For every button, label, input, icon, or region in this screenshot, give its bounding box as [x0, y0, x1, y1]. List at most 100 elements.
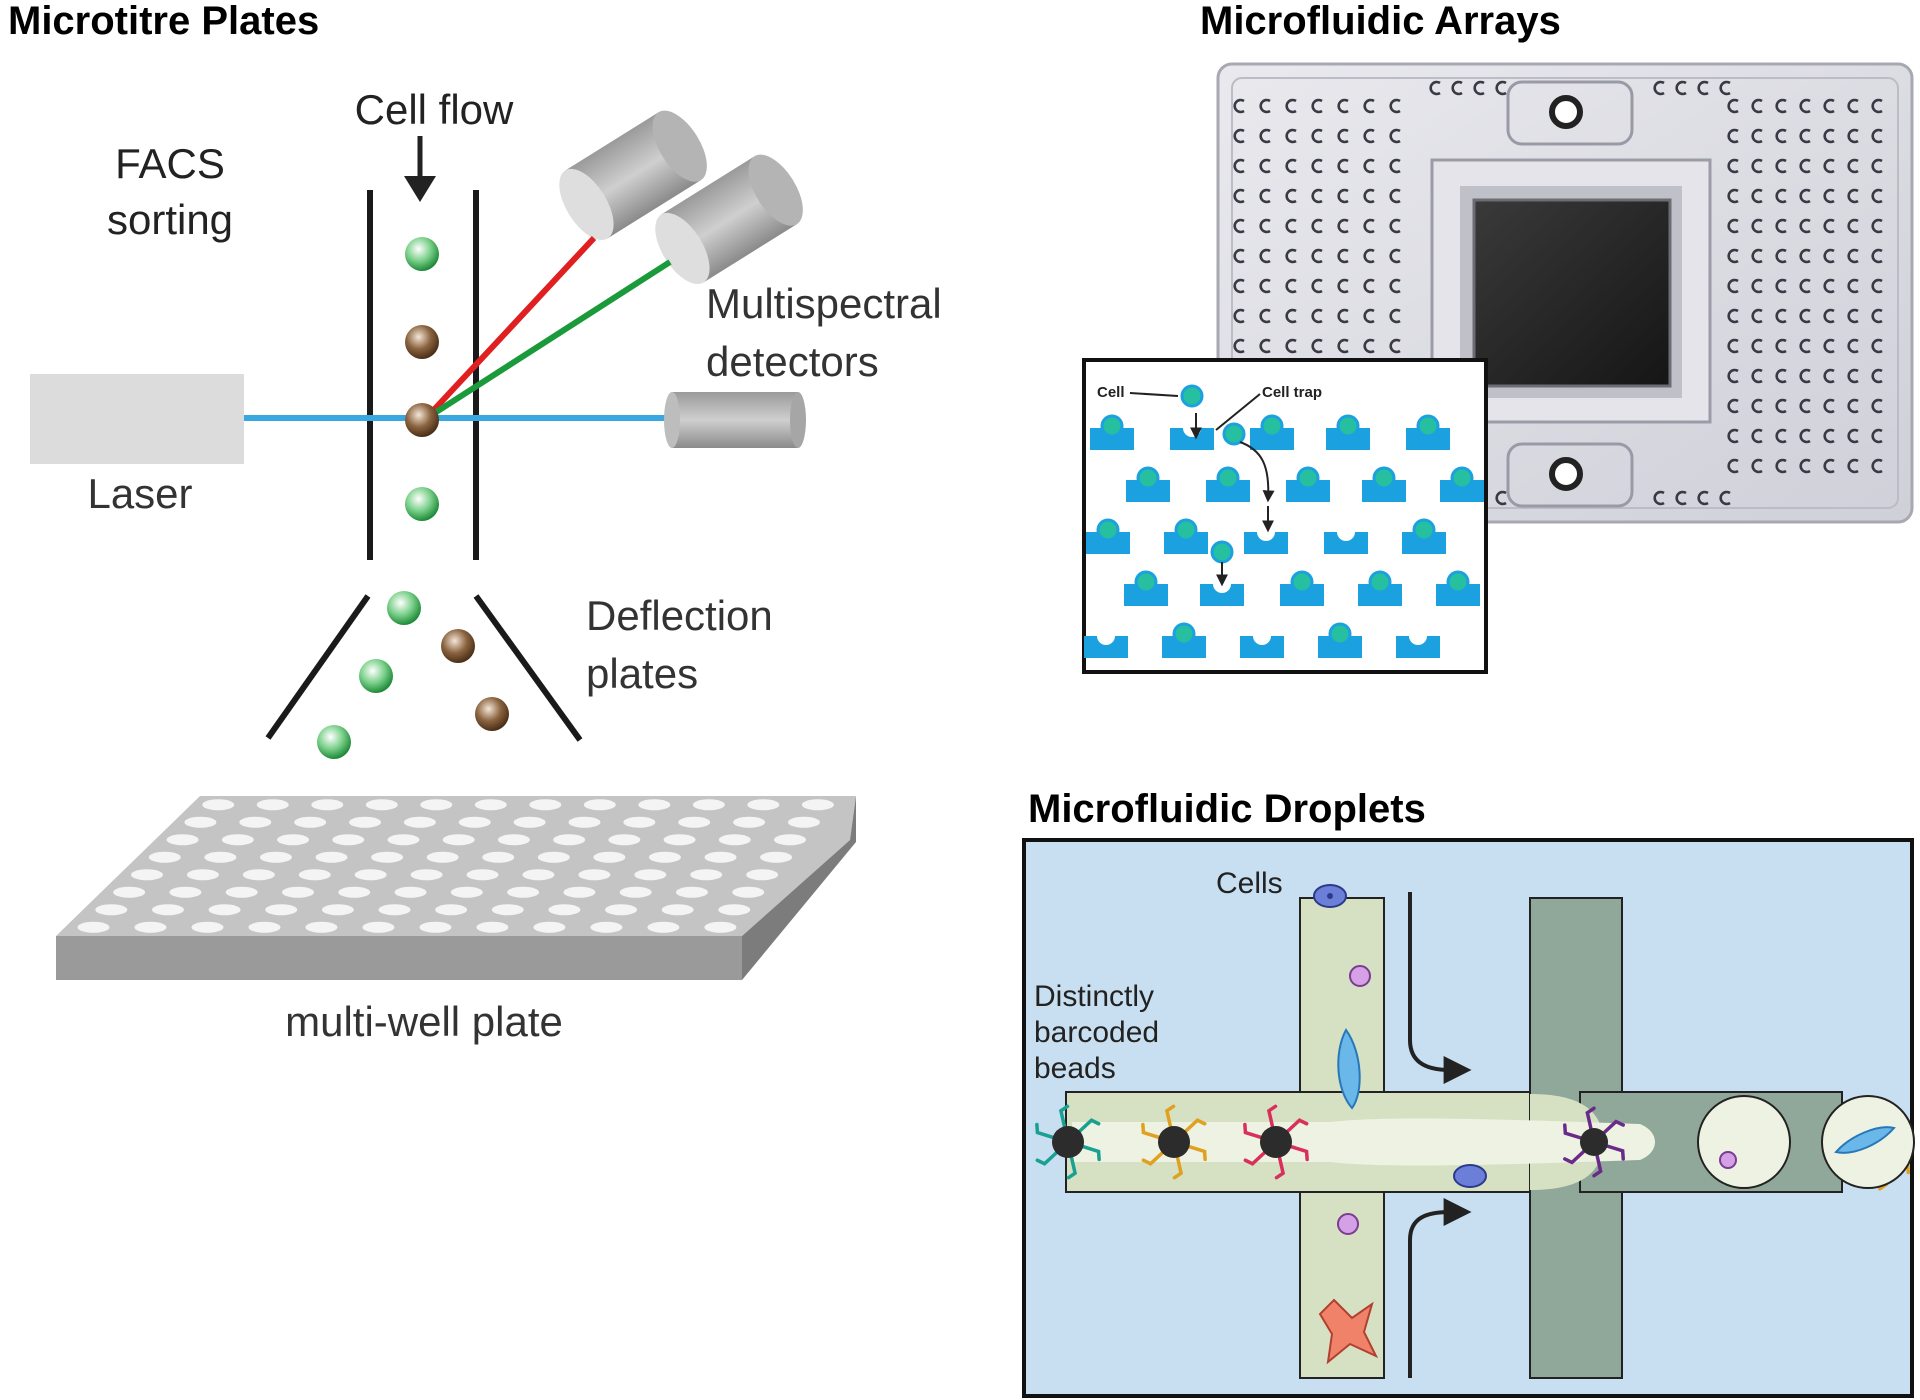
chip-inlet — [1823, 308, 1835, 324]
chip-inlet — [1285, 218, 1297, 234]
plate-well — [732, 886, 765, 898]
chip-inlet — [1871, 218, 1883, 234]
plate-well — [522, 869, 555, 881]
chip-inlet — [1719, 490, 1731, 506]
chip-inlet — [1823, 128, 1835, 144]
plate-well — [354, 869, 387, 881]
chip-inlet — [1311, 308, 1323, 324]
plate-well — [718, 834, 751, 846]
chip-inlet — [1847, 428, 1859, 444]
plate-well — [315, 851, 348, 863]
plate-well — [608, 834, 641, 846]
cell-trap — [1090, 428, 1134, 450]
plate-well — [590, 921, 623, 933]
chip-inlet — [1751, 158, 1763, 174]
plate-well — [619, 886, 652, 898]
cell-trap — [1280, 584, 1324, 606]
free-cell — [1180, 384, 1204, 408]
chip-inlet — [1233, 188, 1245, 204]
chip-inlet — [1775, 248, 1787, 264]
plate-well — [202, 799, 235, 811]
chip-inlet — [1751, 308, 1763, 324]
plate-well — [474, 799, 507, 811]
plate-well — [442, 834, 475, 846]
chip-inlet — [1727, 278, 1739, 294]
cells-label: Cells — [1216, 867, 1283, 900]
laser-source — [30, 374, 244, 464]
deflection-label-line2: plates — [586, 650, 698, 697]
chip-inlet — [1363, 278, 1375, 294]
free-cell — [1210, 540, 1234, 564]
plate-well — [648, 851, 681, 863]
detectors-label-line1: Multispectral — [706, 280, 942, 327]
chip-inlet — [1363, 308, 1375, 324]
chip-inlet — [1823, 218, 1835, 234]
chip-inlet — [1389, 188, 1401, 204]
chip-inlet — [1727, 158, 1739, 174]
trapped-cell — [1368, 570, 1392, 594]
chip-inlet — [1259, 188, 1271, 204]
chip-inlet — [1727, 98, 1739, 114]
chip-inlet — [1775, 128, 1787, 144]
chip-inlet — [1363, 338, 1375, 354]
emission-green — [428, 259, 672, 419]
chip-inlet — [1775, 458, 1787, 474]
brown-cell — [475, 697, 509, 731]
detector-horizontal — [664, 392, 806, 448]
plate-well — [239, 816, 272, 828]
plate-well — [256, 799, 289, 811]
chip-inlet — [1389, 308, 1401, 324]
chip-inlet — [1285, 248, 1297, 264]
cell-trap — [1396, 636, 1440, 658]
cell-trap — [1402, 532, 1446, 554]
chip-inlet — [1799, 278, 1811, 294]
chip-inlet — [1847, 338, 1859, 354]
chip-inlet — [1233, 98, 1245, 114]
plate-well — [394, 886, 427, 898]
chip-inlet — [1823, 368, 1835, 384]
barcoded-bead — [1141, 1104, 1207, 1180]
chip-inlet — [1675, 490, 1687, 506]
trapped-cell — [1290, 570, 1314, 594]
plate-well — [151, 904, 184, 916]
chip-inlet — [1233, 248, 1245, 264]
barcoded-bead — [1035, 1104, 1101, 1180]
cell-trap — [1244, 532, 1288, 554]
trapped-cell — [1328, 622, 1352, 646]
plate-well — [507, 886, 540, 898]
cell-trap — [1164, 532, 1208, 554]
green-cell — [359, 659, 393, 693]
chip-inlet — [1799, 188, 1811, 204]
chip-inlet — [1727, 218, 1739, 234]
plate-well — [647, 921, 680, 933]
deflection-plate-left — [265, 594, 371, 740]
chip-inlet — [1473, 80, 1485, 96]
plate-well — [349, 816, 382, 828]
plate-label: multi-well plate — [285, 998, 563, 1045]
plate-well — [265, 904, 298, 916]
cell-trap — [1084, 636, 1128, 658]
chip-inlet — [1727, 428, 1739, 444]
cell-label: Cell — [1097, 384, 1125, 401]
chip-inlet — [1337, 218, 1349, 234]
plate-well — [298, 869, 331, 881]
plate-well — [95, 904, 128, 916]
chip-inlet — [1799, 128, 1811, 144]
chip-inlet — [1259, 218, 1271, 234]
chip-inlet — [1847, 98, 1859, 114]
plate-well — [332, 834, 365, 846]
chip-inlet — [1775, 278, 1787, 294]
chip-inlet — [1823, 248, 1835, 264]
beads-label-line1: Distinctly — [1034, 980, 1154, 1013]
chip-inlet — [1363, 188, 1375, 204]
plate-well — [563, 886, 596, 898]
plate-well — [578, 869, 611, 881]
detectors-label-line2: detectors — [706, 338, 879, 385]
chip-inlet — [1311, 98, 1323, 114]
plate-well — [321, 904, 354, 916]
chip-inlet — [1311, 248, 1323, 264]
chip-port-bottom — [1549, 457, 1583, 491]
chip-inlet — [1847, 368, 1859, 384]
plate-well — [466, 869, 499, 881]
